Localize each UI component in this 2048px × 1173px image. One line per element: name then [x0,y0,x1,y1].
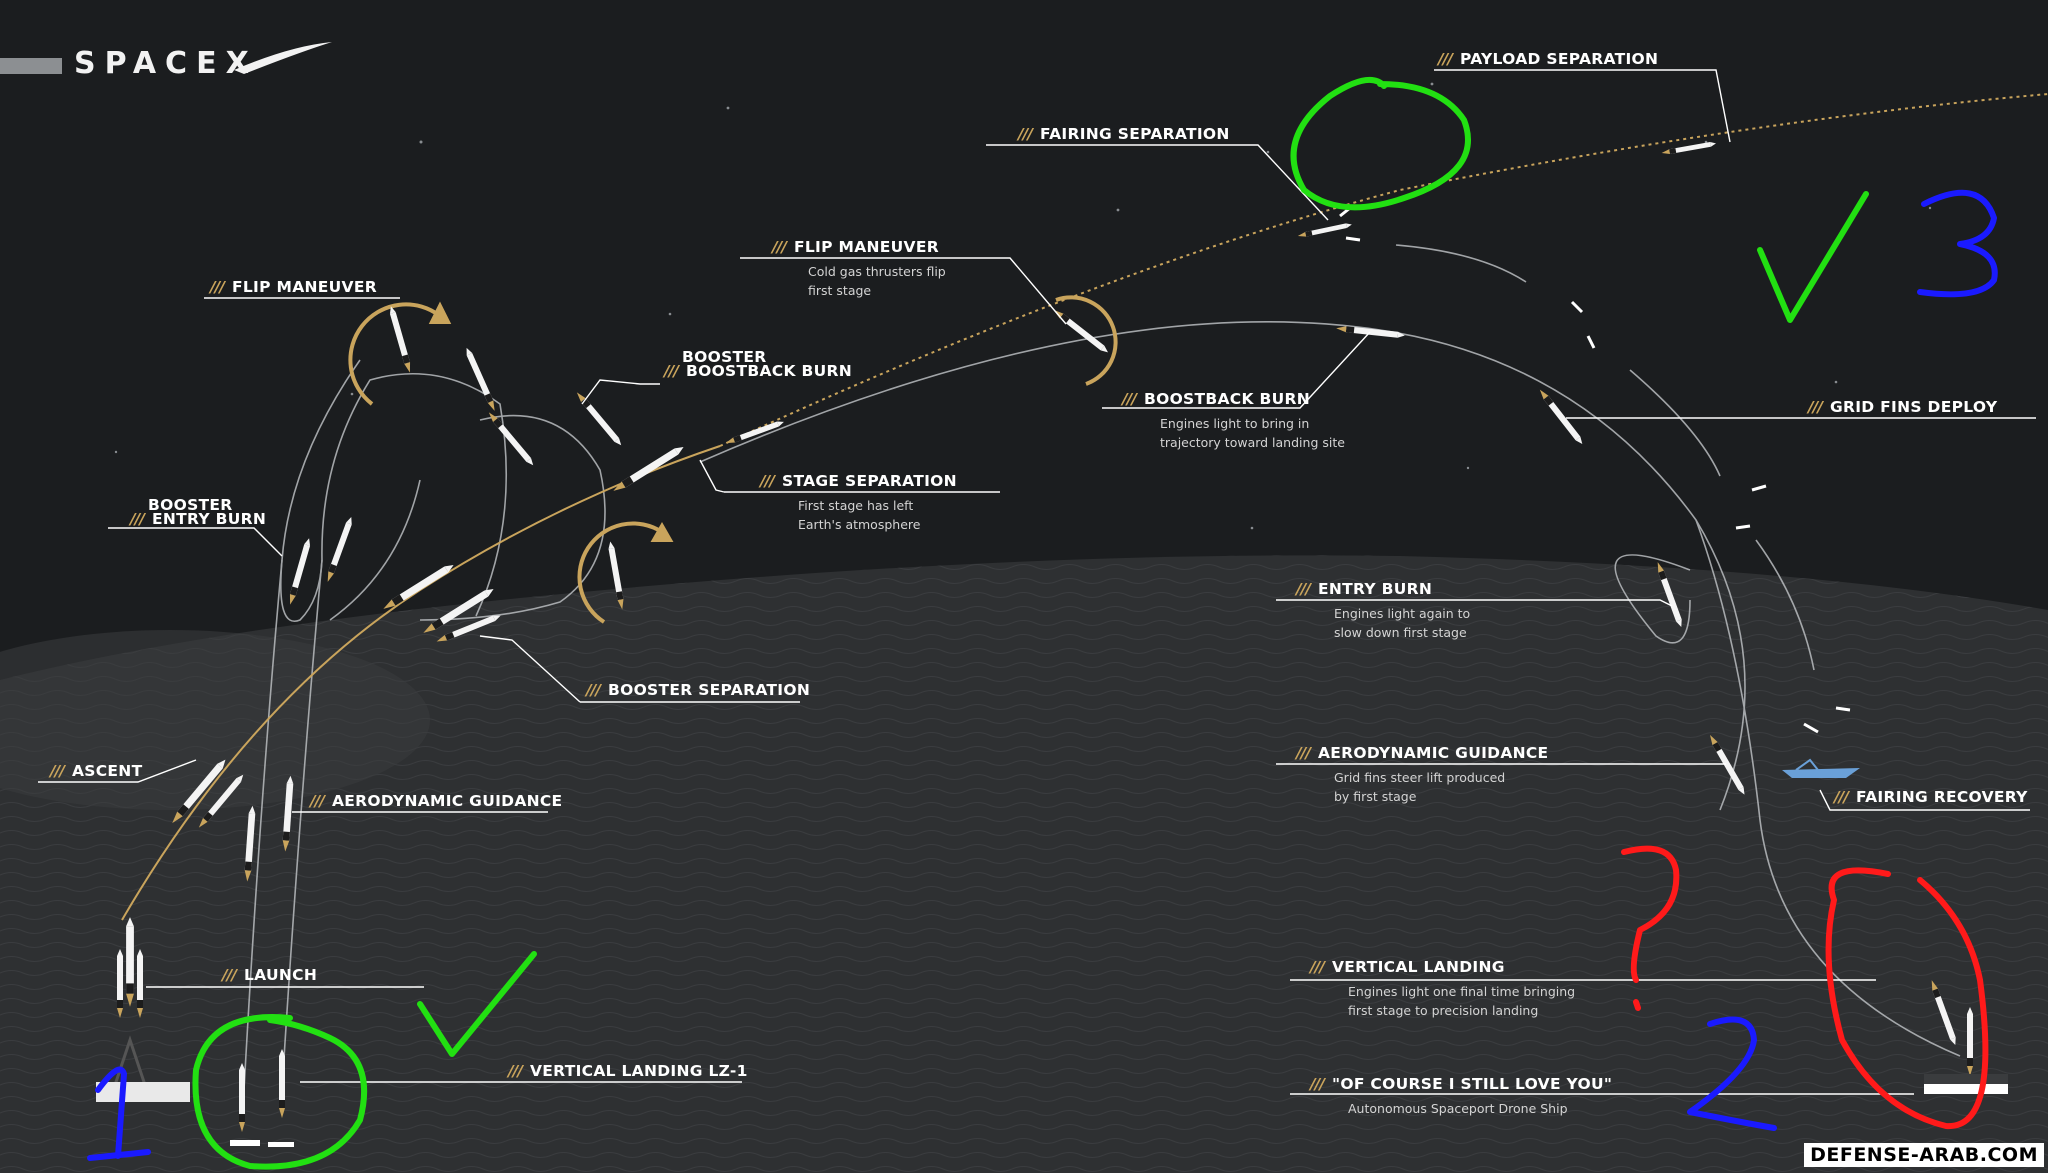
label-booster-separation: ///BOOSTER SEPARATION [586,681,811,699]
label-fairing-separation: ///FAIRING SEPARATION [1018,125,1230,143]
hand-annotations [87,77,1998,1170]
label-aerodynamic-guidance-right: ///AERODYNAMIC GUIDANCE Grid fins steer … [1296,744,1549,804]
hatch-icon: /// [760,472,775,490]
leader-lines [38,69,2036,1095]
label-vertical-landing-lz1: ///VERTICAL LANDING LZ-1 [508,1062,748,1080]
flip-arrows [348,295,1118,624]
hatch-icon: /// [210,278,225,296]
label-vertical-landing-right: ///VERTICAL LANDING Engines light one fi… [1310,958,1576,1018]
hatch-icon: /// [1310,958,1325,976]
hatch-icon: /// [772,238,787,256]
hatch-icon: /// [1122,390,1137,408]
hatch-icon: /// [508,1062,523,1080]
hatch-icon: /// [1808,398,1823,416]
hatch-icon: /// [50,762,65,780]
hatch-icon: /// [664,362,679,380]
hatch-icon: /// [310,792,325,810]
fairing-recovery-boat [1782,758,1860,778]
hatch-icon: /// [130,510,145,528]
hatch-icon: /// [1296,744,1311,762]
label-grid-fins-deploy: ///GRID FINS DEPLOY [1808,398,1998,416]
hatch-icon: /// [1834,788,1849,806]
hatch-icon: /// [1310,1075,1325,1093]
watermark: DEFENSE-ARAB.COM [1804,1143,2044,1167]
label-booster-boostback-burn: BOOSTER ///BOOSTBACK BURN [664,348,852,380]
label-entry-burn: ///ENTRY BURN Engines light again to slo… [1296,580,1471,640]
hatch-icon: /// [1438,50,1453,68]
label-boostback-burn: ///BOOSTBACK BURN Engines light to bring… [1122,390,1345,450]
label-fairing-recovery: ///FAIRING RECOVERY [1834,788,2028,806]
label-drone-ship: ///"OF COURSE I STILL LOVE YOU" Autonomo… [1310,1075,1613,1116]
label-flip-maneuver-center: ///FLIP MANEUVER Cold gas thrusters flip… [772,238,946,298]
trajectories [243,244,1961,1091]
label-payload-separation: ///PAYLOAD SEPARATION [1438,50,1659,68]
label-aerodynamic-guidance-left: ///AERODYNAMIC GUIDANCE [310,792,563,810]
label-ascent: ///ASCENT [50,762,143,780]
hatch-icon: /// [222,966,237,984]
hatch-icon: /// [586,681,601,699]
earth-surface [0,555,2048,1173]
label-launch: ///LAUNCH [222,966,318,984]
label-booster-entry-burn: BOOSTER ///ENTRY BURN [130,496,267,528]
label-flip-maneuver-left: ///FLIP MANEUVER [210,278,377,296]
label-stage-separation: ///STAGE SEPARATION First stage has left… [760,472,957,532]
hatch-icon: /// [1018,125,1033,143]
hatch-icon: /// [1296,580,1311,598]
spacex-logo-swoosh [0,42,332,74]
ascent-trajectory [121,93,2048,921]
spacex-logo: SPACEX [74,46,258,81]
